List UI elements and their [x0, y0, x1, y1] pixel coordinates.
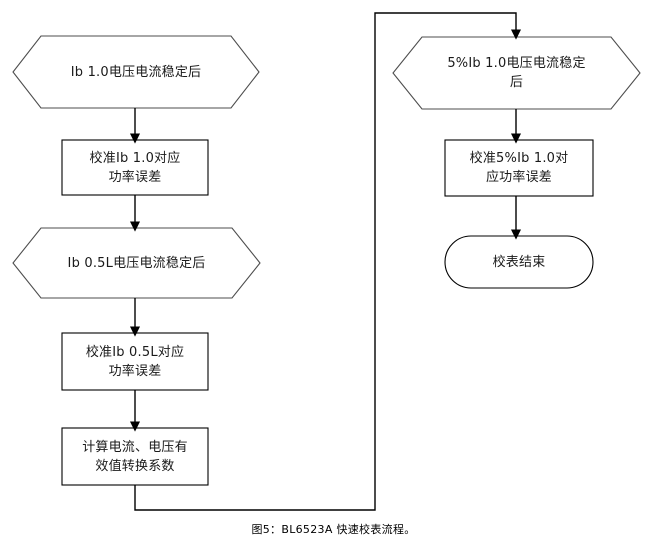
node-ib-0p5l-stable-shape: [12, 227, 261, 299]
figure-caption: 图5：BL6523A 快速校表流程。: [251, 523, 416, 536]
node-calc-rms-coeff-shape: [61, 427, 209, 486]
node-cal-ib-0p5l-shape: [61, 332, 209, 391]
node-5pct-ib-1p0-stable-shape: [392, 36, 641, 110]
arrow-5: [134, 12, 522, 511]
node-ib-1p0-stable-shape: [12, 35, 260, 109]
node-end-shape: [444, 235, 594, 289]
node-cal-5pct-ib-1p0-shape: [444, 139, 594, 197]
node-cal-ib-1p0-shape: [61, 139, 209, 196]
